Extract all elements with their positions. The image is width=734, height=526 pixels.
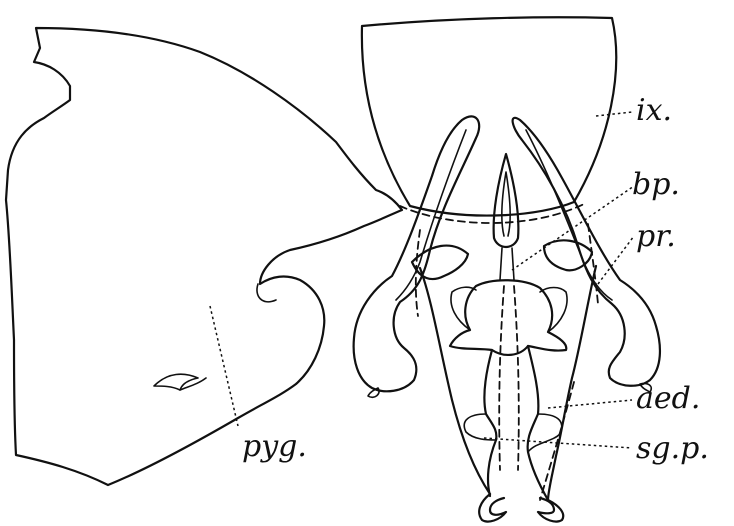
genitalia-ventral-view <box>354 17 660 521</box>
aedeagus-dashed-midline-right <box>514 286 519 470</box>
pygofer-lateral-view <box>6 28 402 485</box>
connective-body <box>450 280 566 355</box>
terminal-hook-right <box>538 498 563 522</box>
connective-wing-left <box>451 287 476 330</box>
label-aed: aed. <box>636 381 700 416</box>
label-ix: ix. <box>636 93 672 128</box>
label-sgp: sg.p. <box>636 431 709 466</box>
aedeagus-shaft <box>484 346 548 500</box>
ninth-segment <box>362 17 616 215</box>
label-pyg: pyg. <box>242 429 307 464</box>
basal-plate-spine <box>494 154 519 247</box>
basal-plate-stalk <box>500 248 514 280</box>
label-pr: pr. <box>636 219 676 254</box>
labels: ix. bp. pr. aed. sg.p. pyg. <box>242 93 709 466</box>
pygofer-outline <box>6 28 402 485</box>
label-bp: bp. <box>632 167 680 202</box>
pygofer-hook <box>154 374 198 390</box>
leader-pr <box>598 236 634 284</box>
leader-pyg <box>210 306 238 426</box>
terminal-hook-left <box>479 494 506 522</box>
leader-aed <box>548 400 632 408</box>
subgenital-plate-outline <box>420 266 596 500</box>
aedeagus-lower-lobe-left <box>464 414 496 440</box>
aedeagus-dashed-midline-left <box>499 286 504 470</box>
basal-plate-spine-inner <box>502 172 510 236</box>
style-right-inner <box>526 130 612 300</box>
leader-ix <box>596 112 632 116</box>
pygofer-inner-fold <box>257 284 276 302</box>
